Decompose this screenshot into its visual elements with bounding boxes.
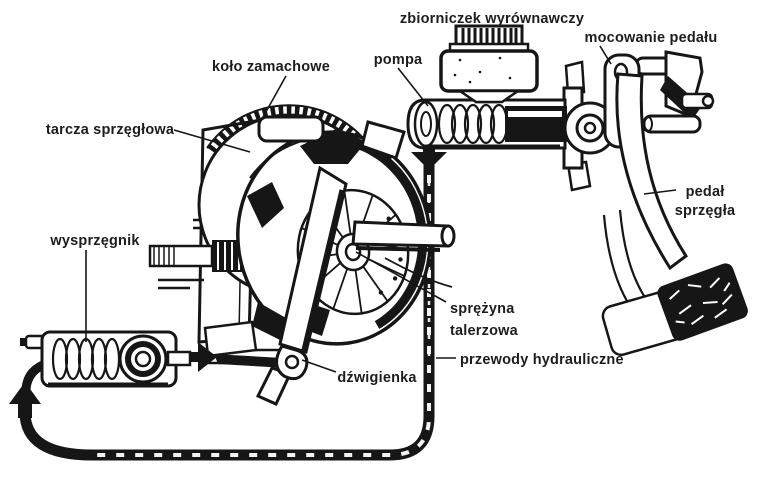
label-spring-line2: talerzowa xyxy=(450,323,519,339)
label-hydraulic-lines: przewody hydrauliczne xyxy=(460,352,624,368)
output-shaft-part xyxy=(351,220,456,252)
reservoir-part xyxy=(439,24,539,104)
label-spring-line1: sprężyna xyxy=(450,301,515,317)
pushrod-arrow-icon xyxy=(186,342,217,372)
label-clutch-disc: tarcza sprzęgłowa xyxy=(46,122,175,138)
label-pedal-mount: mocowanie pedału xyxy=(585,30,718,46)
slave-cylinder-part xyxy=(20,330,192,388)
flow-arrow-up-icon xyxy=(9,382,41,418)
label-reservoir: zbiorniczek wyrównawczy xyxy=(400,11,584,27)
label-pedal-line2: sprzęgła xyxy=(675,203,736,219)
label-pedal-line1: pedał xyxy=(686,184,725,200)
label-flywheel: koło zamachowe xyxy=(212,59,330,75)
pedal-part xyxy=(601,72,748,357)
release-lever-part xyxy=(203,165,348,406)
pedal-pad xyxy=(657,263,748,341)
housing-edge-line xyxy=(384,257,453,288)
label-lever: dźwigienka xyxy=(337,370,417,386)
label-pump: pompa xyxy=(374,52,423,68)
label-release-cylinder: wysprzęgnik xyxy=(49,233,140,249)
leader-lines xyxy=(85,45,677,373)
